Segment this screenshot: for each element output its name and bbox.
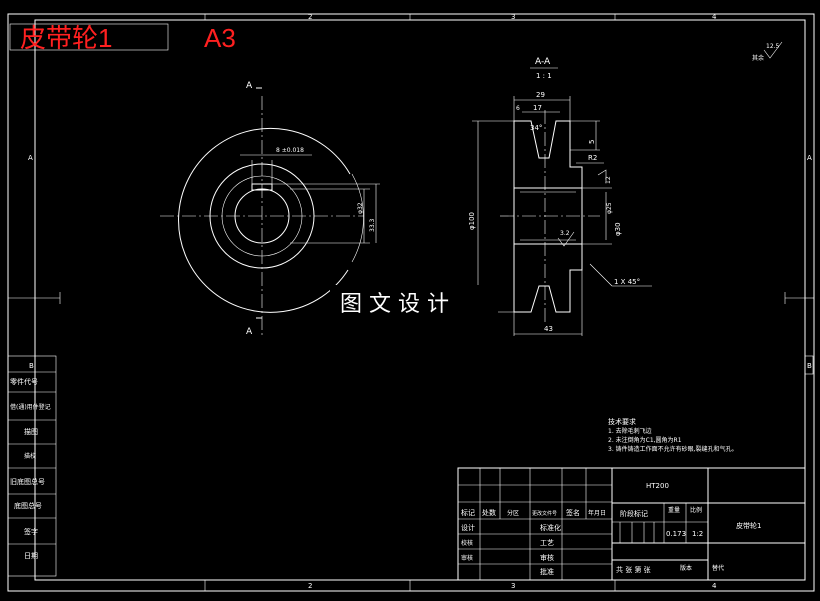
sheet-size: A3 [204,23,236,53]
zone-number: 3 [511,13,515,21]
roughness-note: 12.5 其余 [752,41,783,62]
tech-heading: 技术要求 [608,417,636,426]
role-review: 审核 [461,554,473,562]
role-design: 设计 [461,523,475,532]
stage-label: 阶段标记 [620,509,648,518]
dim-groove-offset: 6 [516,105,520,112]
dim-chamfer: 1 X 45° [614,278,640,286]
strip-label: 描图 [24,427,38,436]
zone-number: 3 [511,582,515,590]
title-box [9,23,169,51]
role-check: 校核 [461,539,473,547]
dim-width: 43 [544,325,553,333]
section-mark-bottom: A [246,327,253,337]
left-strip-table: B 零件代号 借(通)用件登记 描图 描校 旧底图总号 底图总号 签字 日期 [7,355,57,577]
weight-value: 0.173 [666,530,686,538]
inner-frame [34,19,806,581]
header-zone: 分区 [507,509,519,517]
dim-outer: φ100 [468,212,476,230]
roughness-text: 其余 [752,54,764,62]
sheet-count: 共 张 第 张 [616,565,651,574]
dim-key-depth: 33.3 [369,218,376,232]
strip-label: 底图总号 [14,501,42,510]
dim-top-width: 29 [536,91,545,99]
zone-number: 4 [712,13,717,21]
zone-letter: A [28,154,33,162]
scale-label: 比例 [690,506,702,514]
header-count: 处数 [482,508,496,517]
dim-bore-section: φ30 [614,222,622,236]
dim-bore: φ32 [357,202,364,214]
header-signature: 签名 [566,508,580,517]
dim-radius: R2 [588,154,597,162]
header-mark: 标记 [461,508,475,517]
scale-value: 1:2 [692,530,703,538]
replace: 替代 [712,564,724,572]
role-approve: 批准 [540,567,554,576]
section-roughness: 3.2 [560,230,570,237]
zone-number: 2 [308,582,312,590]
block-part-name: 皮带轮1 [736,521,761,530]
dim-shaft-fit: φ25 [606,202,613,214]
strip-label: 日期 [24,552,38,560]
dim-keyway: 8 ±0.018 [276,147,304,154]
strip-label: 描校 [24,452,36,460]
title-block: HT200 皮带轮1 标记 处数 分区 更改文件号 签名 年月日 设计 标准化 … [457,467,806,581]
strip-label: 旧底图总号 [10,477,45,486]
front-view: A A 8 ±0.018 φ32 33.3 [160,81,380,337]
outer-frame [7,13,815,592]
part-title: 皮带轮1 [20,23,112,53]
tech-item: 3. 铸件铸造工作面不允许有砂眼,裂缝孔和气孔。 [608,445,738,453]
strip-label: 借(通)用件登记 [10,403,51,411]
zone-letter: A [807,154,812,162]
version: 版本 [680,564,692,572]
strip-label: 零件代号 [10,377,38,386]
roughness-value: 12.5 [766,43,780,50]
dim-hub: 12 [605,176,612,184]
zone-number: 2 [308,13,312,21]
tech-requirements: 技术要求 1. 去除毛刺飞边 2. 未注倒角为C1,圆角为R1 3. 铸件铸造工… [608,417,738,453]
strip-label: 签字 [24,527,38,536]
zone-number: 4 [712,582,717,590]
role-process: 工艺 [540,539,554,547]
watermark-bg [330,285,498,321]
dim-groove-depth: 5 [588,140,596,144]
watermark: 图 文 设 计 [340,292,449,317]
role-standard: 标准化 [540,523,561,532]
dim-groove-width: 17 [533,104,542,112]
weight-label: 重量 [668,506,680,514]
section-view: A-A 1 : 1 29 17 6 34° 5 R2 1 [468,57,652,336]
section-scale: 1 : 1 [536,72,552,80]
zone-letter: B [807,362,812,370]
dim-angle: 34° [530,124,542,132]
header-change-doc: 更改文件号 [532,510,557,517]
material: HT200 [646,482,669,490]
tech-item: 2. 未注倒角为C1,圆角为R1 [608,436,682,444]
role-review-2: 审核 [540,553,554,562]
section-mark-top: A [246,81,253,91]
tech-item: 1. 去除毛刺飞边 [608,427,652,435]
header-date: 年月日 [588,509,606,517]
section-title: A-A [535,57,551,67]
strip-letter: B [29,362,34,370]
